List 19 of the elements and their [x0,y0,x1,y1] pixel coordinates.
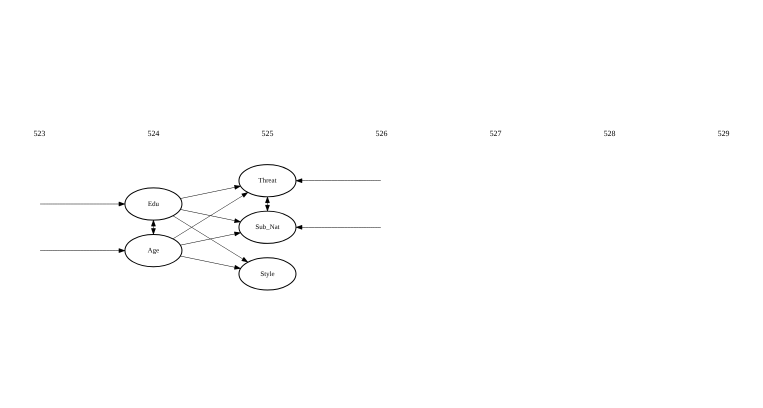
arrow [172,216,248,262]
arrow [180,209,241,223]
arrow [40,202,126,206]
arrow [151,220,156,235]
arrow [265,196,270,212]
arrow [172,192,248,240]
label: 526 [376,128,388,138]
arrow [40,248,126,253]
label: 525 [262,128,274,138]
arrow [296,178,382,184]
arrow [296,224,382,230]
label: 523 [33,128,46,138]
label: 524 [148,128,160,138]
label: 529 [718,128,730,138]
arrow [180,256,241,270]
arrow [180,185,241,199]
label: 527 [490,128,502,138]
arrow [180,232,241,246]
label: 528 [604,128,616,138]
